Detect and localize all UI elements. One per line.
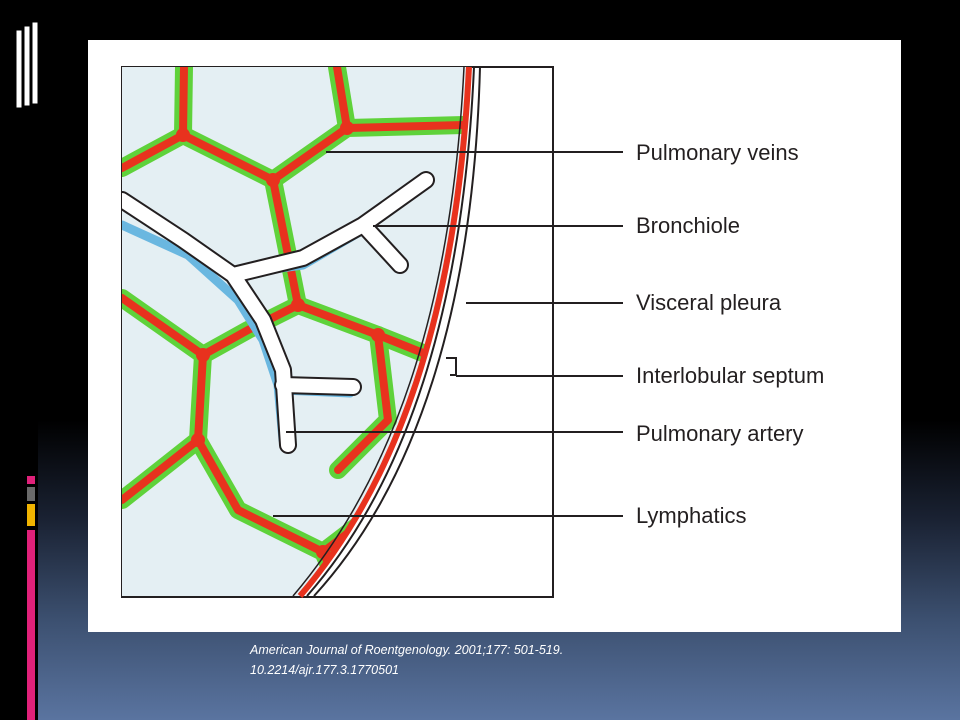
accent-bar-gray	[27, 487, 35, 501]
visceral-pleura-line	[313, 66, 481, 597]
pleura-edge-line	[292, 66, 465, 597]
citation-journal: American Journal of Roentgenology. 2001;…	[250, 643, 564, 657]
label-lymphatics: Lymphatics	[636, 503, 746, 528]
lung-lobule-diagram: Pulmonary veins Bronchiole Visceral pleu…	[121, 66, 824, 598]
stacked-pages-icon	[15, 21, 39, 109]
pleura-red-line	[297, 66, 472, 598]
bronchiole	[122, 173, 433, 452]
vein-junctions	[176, 121, 385, 559]
label-visceral-pleura: Visceral pleura	[636, 290, 782, 315]
label-interlobular-septum: Interlobular septum	[636, 363, 824, 388]
pleura-inner-line	[306, 66, 475, 597]
citation-doi: 10.2214/ajr.177.3.1770501	[250, 663, 399, 677]
citation: American Journal of Roentgenology. 2001;…	[250, 640, 850, 680]
label-bronchiole: Bronchiole	[636, 213, 740, 238]
callout-lines	[273, 151, 623, 517]
accent-bar-yellow	[27, 504, 35, 526]
label-pulmonary-artery: Pulmonary artery	[636, 421, 804, 446]
accent-bar-pink	[27, 530, 35, 720]
accent-square-pink	[27, 476, 35, 484]
label-pulmonary-veins: Pulmonary veins	[636, 140, 799, 165]
figure-panel: Pulmonary veins Bronchiole Visceral pleu…	[88, 40, 901, 632]
